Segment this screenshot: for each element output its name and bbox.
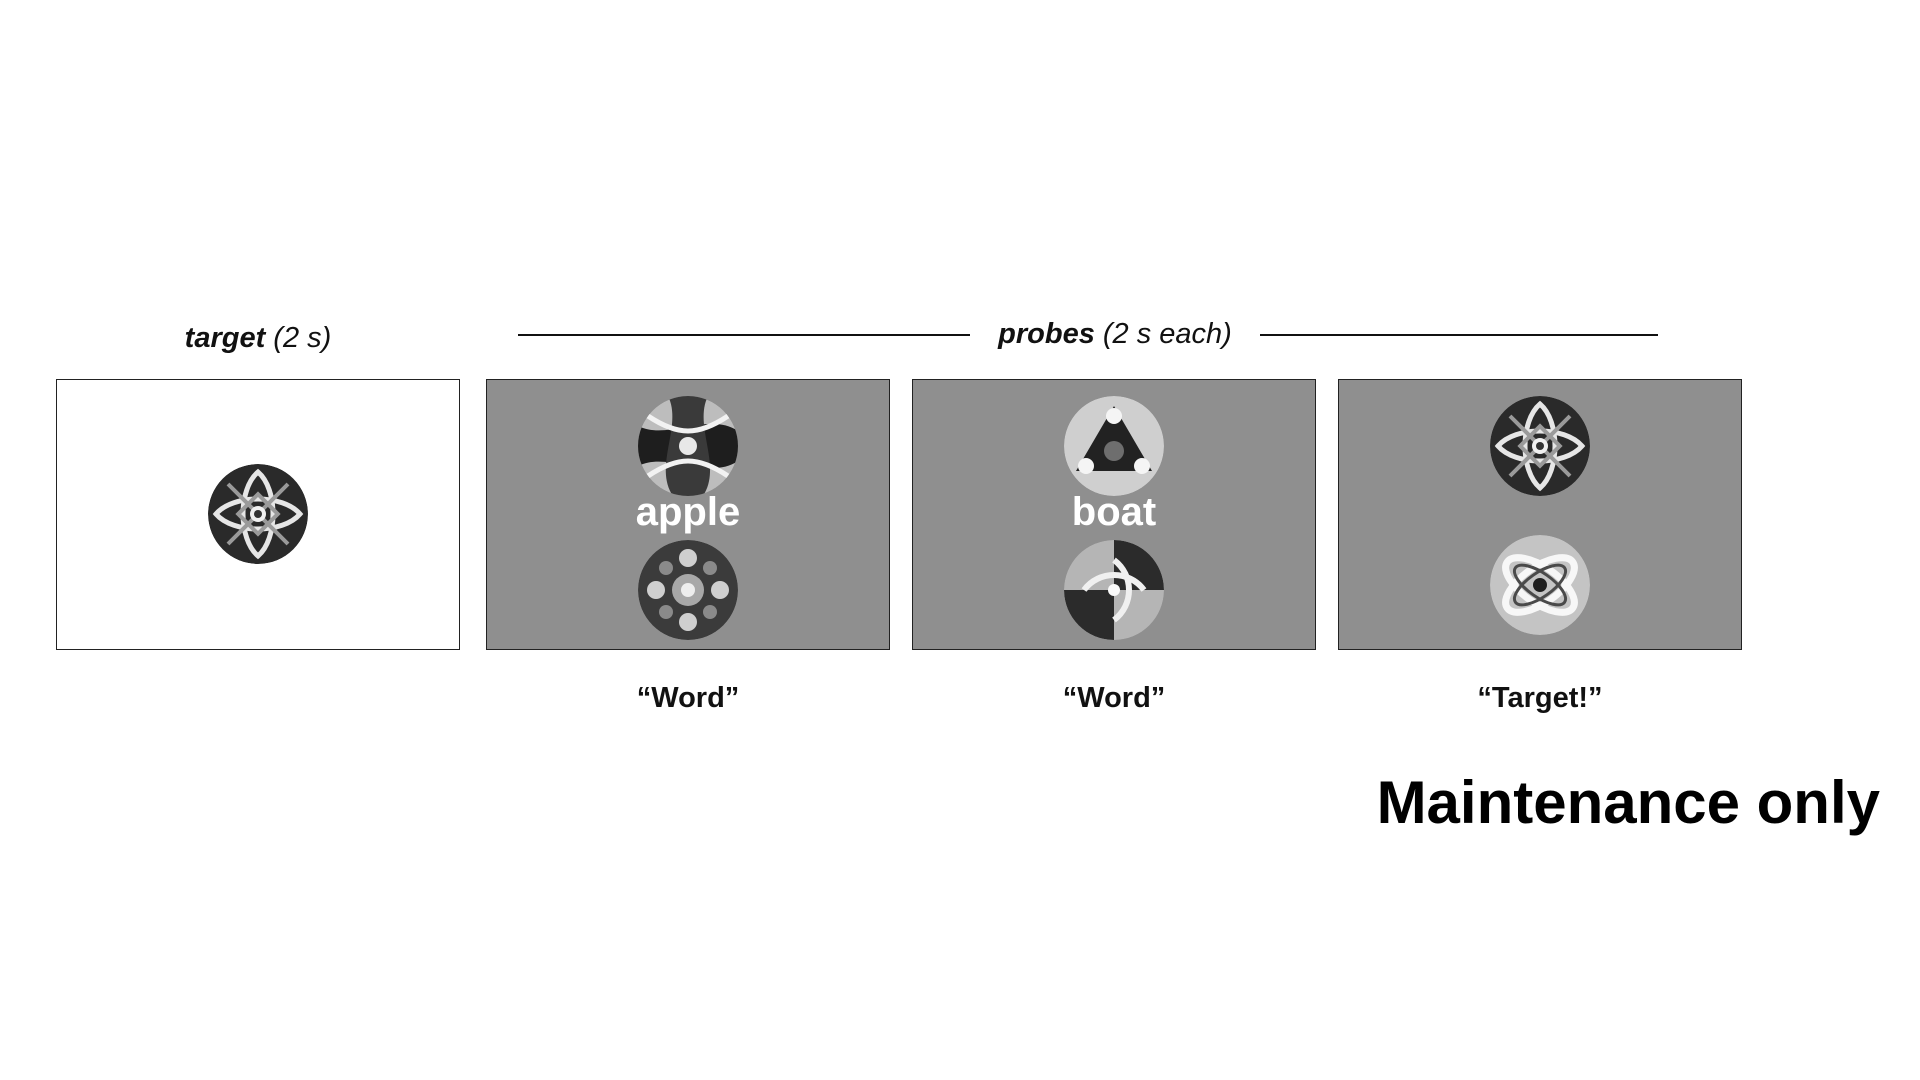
probes-label-bold: probes xyxy=(998,318,1095,350)
kaleidoscope-stimulus-icon xyxy=(1490,535,1590,635)
probe-response-2: “Word” xyxy=(1062,682,1166,714)
probe-screen-3 xyxy=(1338,379,1742,650)
probes-header: probes (2 s each) xyxy=(518,314,1658,354)
kaleidoscope-stimulus-icon xyxy=(638,396,738,496)
target-label: target (2 s) xyxy=(56,318,460,358)
probe-word: boat xyxy=(1071,490,1157,534)
condition-label: Maintenance only xyxy=(1376,769,1880,836)
kaleidoscope-stimulus-icon xyxy=(208,464,308,564)
target-label-bold: target xyxy=(184,322,266,354)
kaleidoscope-stimulus-icon xyxy=(1064,396,1164,496)
probe-word: apple xyxy=(635,490,741,534)
target-screen xyxy=(56,379,460,650)
probes-label-duration: (2 s each) xyxy=(1094,318,1232,350)
probe-screen-2: boat xyxy=(912,379,1316,650)
kaleidoscope-stimulus-icon xyxy=(1490,396,1590,496)
kaleidoscope-stimulus-icon xyxy=(1064,540,1164,640)
probes-bracket-line-right xyxy=(1260,334,1658,336)
probe-response-3: “Target!” xyxy=(1477,682,1603,714)
probes-bracket-line-left xyxy=(518,334,970,336)
probes-label: probes (2 s each) xyxy=(970,314,1260,354)
target-label-duration: (2 s) xyxy=(265,322,332,354)
probe-response-1: “Word” xyxy=(636,682,740,714)
kaleidoscope-stimulus-icon xyxy=(638,540,738,640)
probe-screen-1: apple xyxy=(486,379,890,650)
